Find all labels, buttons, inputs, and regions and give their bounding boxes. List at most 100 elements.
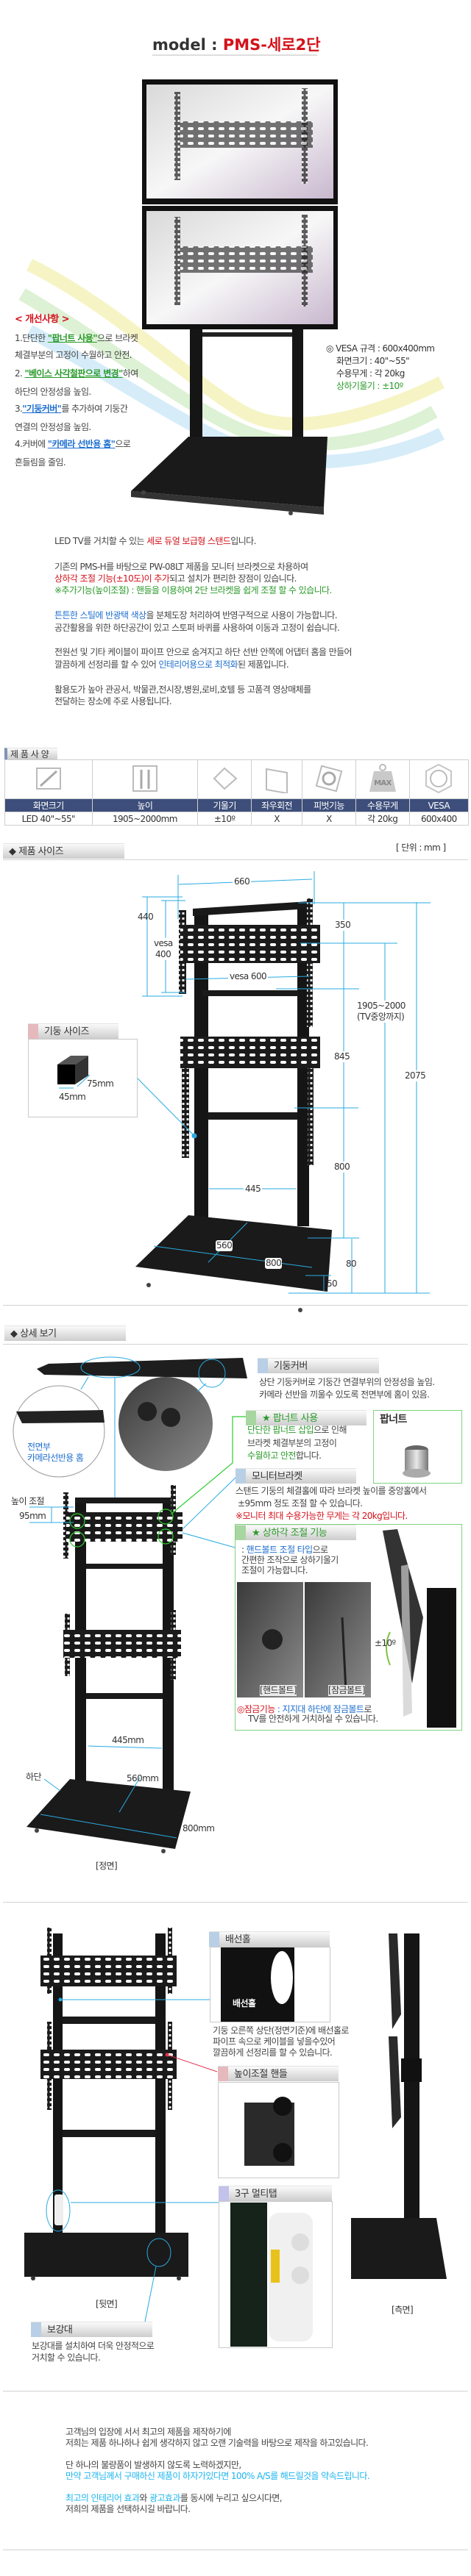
- side-view-caption: [측면]: [392, 2305, 414, 2315]
- brace-desc-line: 거치할 수 있습니다.: [32, 2353, 101, 2363]
- column-header: VESA: [408, 798, 470, 812]
- closing-line: 저희의 제품을 선택하시길 바랍니다.: [65, 2504, 191, 2514]
- highlight: 튼튼한 스틸에 반광택 색상: [54, 610, 146, 620]
- lock-feature-line: TV를 안전하게 거치하실 수 있습니다.: [248, 1714, 378, 1724]
- table-cell: 600x400: [408, 812, 470, 826]
- brace-desc-line: 보강대를 설치하여 더욱 안정적으로: [32, 2341, 155, 2351]
- pop-nut-header: ★ 팝너트 사용: [246, 1410, 366, 1425]
- intro-line: 전달하는 장소에 주로 사용됩니다.: [54, 696, 172, 706]
- front-inner-width: 445mm: [112, 1735, 144, 1745]
- front-width: 800mm: [183, 1823, 215, 1833]
- column-profile-icon: [57, 1056, 91, 1089]
- highlight: "카메라 선반용 홈": [47, 439, 116, 449]
- cable-hole-photo: [210, 1947, 330, 2022]
- highlight: 상하각 조절 기능(±10도)이 추가: [54, 573, 170, 584]
- tilt-desc-line: 조절이 가능합니다.: [241, 1565, 308, 1575]
- spec-header-row: 화면크기 높이 기울기 좌우회전 피벗기능 수용무게 VESA: [4, 798, 470, 812]
- height-adjust-label: 높이 조절: [11, 1496, 45, 1506]
- height-handle-photo: [218, 2082, 339, 2178]
- model-title: model : PMS-세로2단: [152, 35, 321, 54]
- column-width: 45mm: [59, 1092, 86, 1102]
- table-cell: ±10º: [197, 812, 252, 826]
- improvement-line: 1.단단한 "팝너트 사용"으로 브라켓: [15, 333, 138, 344]
- text: 으로: [312, 1545, 328, 1555]
- text: 으로 브라켓: [96, 333, 138, 343]
- spec-weight: 수용무게 : 각 20kg: [336, 368, 405, 379]
- bracket-desc-line: ±95mm 정도 조절 할 수 있습니다.: [238, 1498, 363, 1509]
- highlight: 최고의 인테리어 효과: [65, 2493, 140, 2503]
- improvement-line: 2. "베이스 사각철판으로 변경"하여: [15, 368, 138, 379]
- height-handle-header: 높이조절 핸들: [218, 2066, 339, 2081]
- model-name: PMS-세로2단: [222, 36, 321, 54]
- highlight: 광고효과: [149, 2493, 180, 2503]
- height-icon: [91, 759, 199, 799]
- multitap-header: 3구 멀티탭: [219, 2186, 332, 2201]
- improvement-line: 하단의 안정성을 높임.: [15, 387, 91, 397]
- highlight: 단단한 팝너트 삽입: [247, 1425, 314, 1435]
- tilt-feature-box: [235, 1524, 462, 1731]
- text: 되고 설치가 편리한 장점이 있습니다.: [169, 573, 297, 584]
- table-cell: 1905~2000mm: [91, 812, 199, 826]
- text: 와: [139, 2493, 150, 2503]
- front-stand-illustration: [26, 1416, 246, 1853]
- closing-line: 고객님의 입장에 서서 최고의 제품을 제작하기에: [65, 2427, 231, 2437]
- text: 4.커버에: [15, 439, 48, 449]
- text: 으로 인해: [313, 1425, 347, 1435]
- column-header: 화면크기: [4, 798, 93, 812]
- dim-top-gap: 350: [335, 920, 351, 931]
- improvement-line: 연결의 안정성을 높임.: [15, 422, 91, 432]
- cover-callout-line: 카메라선반용 홈: [27, 1453, 84, 1463]
- highlight: ◎잠금기능: [237, 1704, 275, 1714]
- cover-desc-line: 카메라 선반을 끼울수 있도록 전면부에 홈이 있음.: [259, 1389, 430, 1400]
- bracket-weight-note: ※모니터 최대 수용가능한 무게는 각 20kg입니다.: [236, 1511, 408, 1521]
- intro-line: 공간활용을 위한 하단공간이 있고 스토퍼 바퀴를 사용하여 이동과 고정이 쉽…: [54, 623, 340, 633]
- monitor-bracket-header: 모니터브라켓: [236, 1468, 356, 1484]
- text: 깔끔하게 선정리를 할 수 있어: [54, 659, 159, 670]
- height-adjust-value: 95mm: [19, 1511, 46, 1521]
- size-diagram-stand: [135, 898, 332, 1312]
- bracket-desc-line: 스탠드 기둥의 체결홀에 따라 브라켓 높이를 중앙홀에서: [236, 1486, 427, 1496]
- vesa-icon: [408, 759, 470, 799]
- pivot-icon: [302, 759, 356, 799]
- tilt-angle-label: ±10º: [375, 1638, 396, 1648]
- highlight: "베이스 사각철판으로 변경": [24, 368, 123, 379]
- front-view-caption: [정면]: [96, 1861, 118, 1871]
- text: 을 분체도장 처리하여 반영구적으로 사용이 가능합니다.: [146, 610, 338, 620]
- lock-bolt-caption: [잠금볼트]: [328, 1685, 366, 1696]
- text: LED TV를 거치할 수 있는: [54, 536, 147, 546]
- improvement-line: 4.커버에 "카메라 선반용 홈"으로: [15, 439, 131, 450]
- detail-section-header: ◆ 상세 보기: [4, 1325, 126, 1341]
- dim-tv-center-note: (TV중앙까지): [357, 1012, 405, 1023]
- intro-line: 기존의 PMS-H를 바탕으로 PW-08LT 제품을 모니터 브라켓으로 차용…: [54, 562, 308, 572]
- table-cell: LED 40"~55": [4, 812, 93, 826]
- divider: [3, 1902, 468, 1903]
- dim-mid: 845: [334, 1051, 350, 1062]
- cover-desc-line: 상단 기둥커버로 기둥간 연결부위의 안정성을 높임.: [259, 1377, 435, 1387]
- column-header: 기울기: [197, 798, 252, 812]
- back-view-caption: [뒷면]: [96, 2299, 118, 2309]
- text: 를 추가하여 기둥간: [61, 404, 128, 414]
- text: 합니다.: [295, 1450, 322, 1461]
- cover-callout-line: 전면부: [27, 1442, 51, 1452]
- divider: [3, 859, 468, 860]
- tilt-photos: [237, 1529, 456, 1728]
- max-label: MAX: [374, 779, 392, 787]
- nut-desc-line: 브라켓 체결부분의 고정이: [247, 1438, 337, 1448]
- front-depth: 560mm: [127, 1773, 159, 1783]
- highlight: "팝너트 사용": [47, 333, 98, 343]
- front-bottom-label: 하단: [26, 1772, 41, 1782]
- highlight: "기둥커버": [22, 404, 62, 414]
- detail-photos: [221, 1947, 313, 2347]
- cable-hole-photo-label: 배선홀: [233, 1998, 256, 2008]
- text: 입니다.: [230, 536, 256, 546]
- lock-feature-line: ◎잠금기능 : 지지대 하단에 잠금볼트로: [237, 1704, 372, 1715]
- improvement-line: 3."기둥커버"를 추가하여 기둥간: [15, 404, 128, 415]
- dim-base-width: 800: [265, 1258, 283, 1269]
- text: 으로: [115, 439, 131, 449]
- nut-photo: [403, 1445, 431, 1478]
- highlight: 세로 듀얼 보급형 스탠드: [146, 536, 231, 546]
- text: 2.: [15, 368, 25, 379]
- text: 로: [364, 1704, 372, 1714]
- nut-desc-line: 수월하고 안전합니다.: [247, 1450, 322, 1461]
